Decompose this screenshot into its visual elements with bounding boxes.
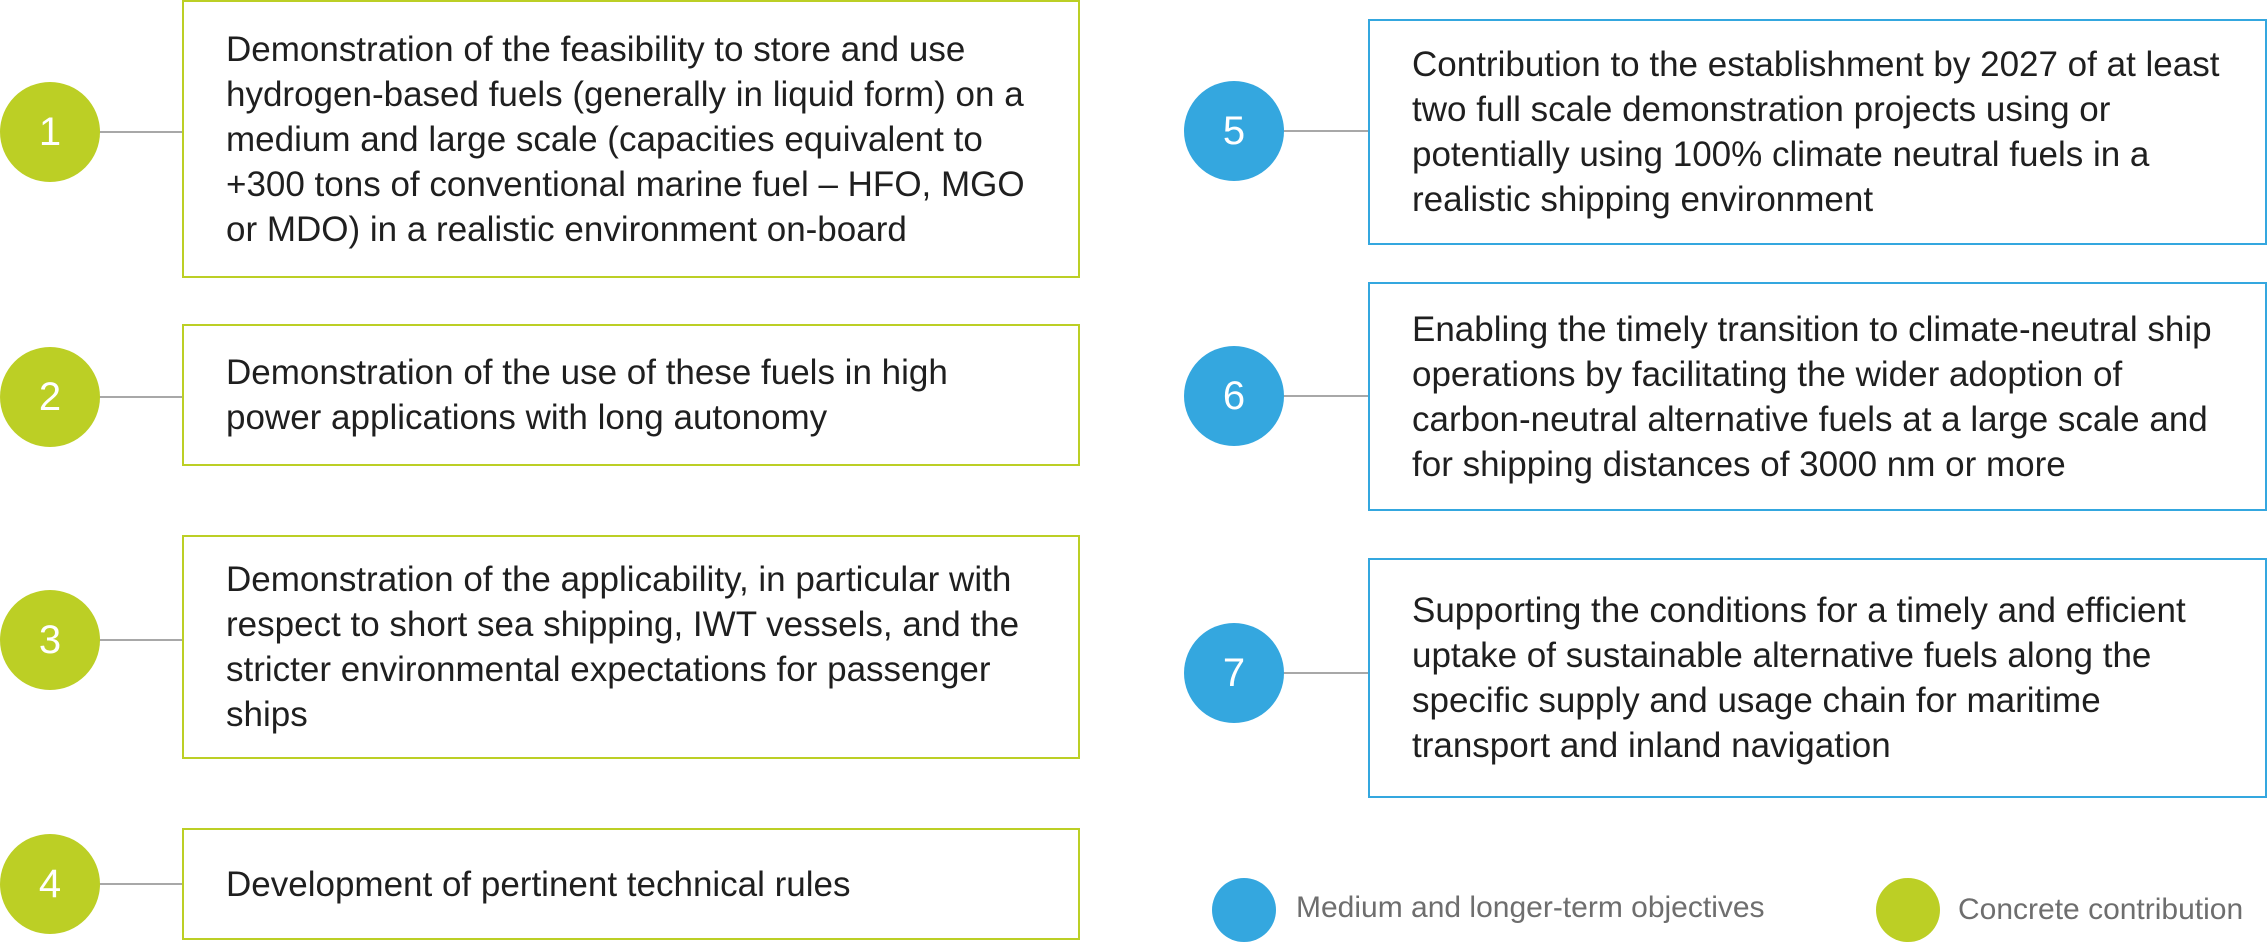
item-6-box: Enabling the timely transition to climat…	[1368, 282, 2267, 511]
item-7-box: Supporting the conditions for a timely a…	[1368, 558, 2267, 798]
item-2-connector	[98, 396, 182, 398]
item-2-box: Demonstration of the use of these fuels …	[182, 324, 1080, 466]
item-4-number-badge: 4	[0, 834, 100, 934]
item-1-number-badge: 1	[0, 82, 100, 182]
item-3-text: Demonstration of the applicability, in p…	[226, 560, 1020, 734]
item-5-connector	[1282, 130, 1368, 132]
item-5-box: Contribution to the establishment by 202…	[1368, 19, 2267, 245]
item-7-connector	[1282, 672, 1368, 674]
item-1-text: Demonstration of the feasibility to stor…	[226, 29, 1025, 249]
item-4-box: Development of pertinent technical rules	[182, 828, 1080, 940]
legend-concrete-dot	[1876, 878, 1940, 942]
item-1-connector	[98, 131, 182, 133]
legend-objective-label: Medium and longer-term objectives	[1296, 891, 1765, 924]
item-2-text: Demonstration of the use of these fuels …	[226, 353, 948, 437]
item-6-text: Enabling the timely transition to climat…	[1412, 309, 2212, 484]
item-4-connector	[98, 883, 182, 885]
legend-concrete-label: Concrete contribution	[1958, 893, 2244, 926]
item-4-text: Development of pertinent technical rules	[226, 864, 851, 904]
item-7-number-badge: 7	[1184, 623, 1284, 723]
item-6-connector	[1282, 395, 1368, 397]
item-7-text: Supporting the conditions for a timely a…	[1412, 591, 2186, 765]
item-2-number-badge: 2	[0, 347, 100, 447]
item-1-box: Demonstration of the feasibility to stor…	[182, 0, 1080, 278]
item-5-text: Contribution to the establishment by 202…	[1412, 45, 2220, 219]
legend-objective-dot	[1212, 878, 1276, 942]
item-3-number-badge: 3	[0, 590, 100, 690]
item-3-connector	[98, 639, 182, 641]
item-6-number-badge: 6	[1184, 346, 1284, 446]
item-5-number-badge: 5	[1184, 81, 1284, 181]
item-3-box: Demonstration of the applicability, in p…	[182, 535, 1080, 759]
